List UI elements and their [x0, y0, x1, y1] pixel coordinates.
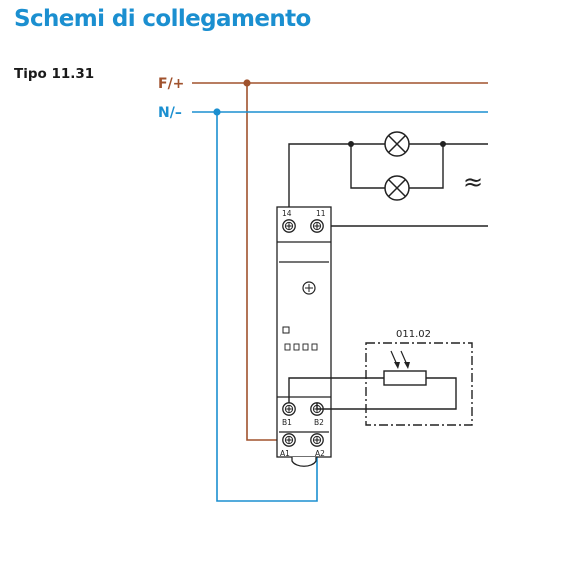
screw-terminal-icon — [310, 433, 324, 447]
adjust-knob-icon[interactable] — [302, 281, 316, 295]
lamp-icon — [384, 131, 410, 157]
relay-module — [276, 206, 332, 467]
potentiometer-icon — [383, 370, 427, 386]
page-title: Schemi di collegamento — [14, 6, 311, 32]
screw-terminal-icon — [310, 219, 324, 233]
type-label: Tipo 11.31 — [14, 66, 95, 82]
lamp-icon — [384, 175, 410, 201]
light-sensor-icon — [390, 350, 410, 369]
screw-terminal-icon — [282, 402, 296, 416]
terminal-b1-label: B1 — [282, 418, 292, 427]
sensor-code-label: 011.02 — [396, 329, 431, 340]
sensor-enclosure — [365, 342, 473, 426]
terminal-a2-label: A2 — [315, 449, 325, 458]
ac-symbol: ≈ — [463, 168, 483, 196]
screw-terminal-icon — [282, 219, 296, 233]
terminal-a1-label: A1 — [280, 449, 290, 458]
terminal-14-label: 14 — [282, 209, 292, 218]
screw-terminal-icon — [282, 433, 296, 447]
phase-line — [192, 79, 488, 441]
terminal-b2-label: B2 — [314, 418, 324, 427]
terminal-11-label: 11 — [316, 209, 326, 218]
neutral-label: N/– — [158, 105, 182, 121]
phase-label: F/+ — [158, 76, 184, 92]
neutral-line — [192, 108, 488, 502]
sensor-wiring — [288, 377, 457, 410]
